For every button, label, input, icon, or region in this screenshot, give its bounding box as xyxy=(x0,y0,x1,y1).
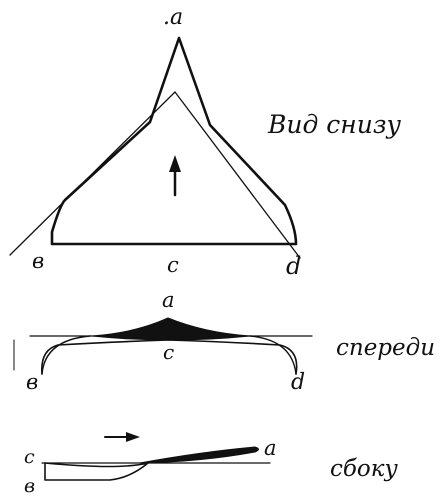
front-view-caption: спереди xyxy=(336,335,435,361)
front-point-d-label: d xyxy=(291,370,305,395)
front-point-c-label: c xyxy=(163,340,174,364)
front-lower-outline xyxy=(41,339,298,375)
flow-arrow-head-icon xyxy=(169,155,181,172)
front-tip-curves xyxy=(41,335,297,375)
point-b-label: в xyxy=(32,249,44,273)
side-upper-section xyxy=(139,446,259,464)
point-c-label: c xyxy=(167,253,179,277)
front-point-b-label: в xyxy=(26,370,38,394)
point-d-label: d xyxy=(286,252,301,280)
wing-planform xyxy=(50,36,298,246)
side-point-c-label: c xyxy=(24,446,35,468)
side-lower-section xyxy=(44,462,149,481)
side-view: a c в сбоку xyxy=(24,432,399,497)
front-view: a c в d спереди xyxy=(13,288,435,395)
bottom-view: a . в c d Вид снизу xyxy=(9,5,401,280)
side-arrow-head-icon xyxy=(126,432,140,442)
front-point-a-label: a xyxy=(162,288,175,312)
point-a-dot: . xyxy=(163,5,170,30)
side-view-caption: сбоку xyxy=(330,456,399,482)
bottom-view-caption: Вид снизу xyxy=(267,110,401,139)
front-center-section xyxy=(91,317,251,341)
point-a-label: a xyxy=(170,5,183,30)
side-point-a-label: a xyxy=(264,436,277,460)
side-point-b-label: в xyxy=(24,475,35,497)
